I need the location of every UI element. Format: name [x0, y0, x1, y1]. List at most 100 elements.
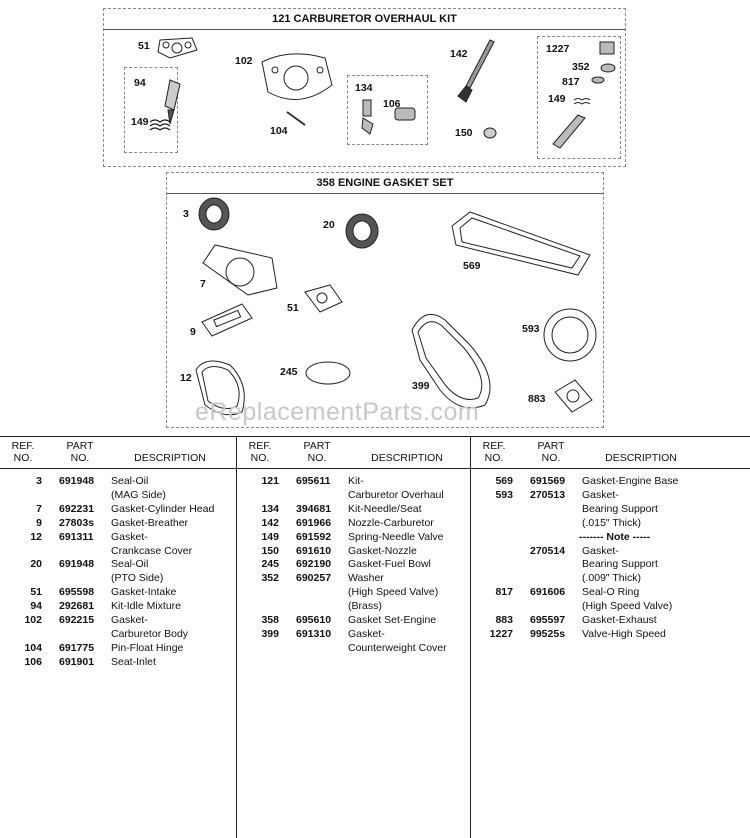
ref-label-7: 7 — [200, 278, 206, 290]
description-cell: Spring-Needle Valve — [348, 530, 444, 543]
header-ref-no: REF. NO. — [482, 440, 506, 464]
ref-no-cell: 1227 — [489, 627, 513, 640]
description-cell: Gasket Set-Engine — [348, 614, 437, 626]
description-cell: Kit- — [348, 475, 364, 487]
ref-no-cell: 3 — [36, 475, 42, 487]
kit-title-rule — [167, 193, 603, 194]
ref-label-9: 9 — [190, 326, 196, 338]
part-no-cell: 695611 — [296, 475, 331, 487]
ref-label-94: 94 — [134, 77, 146, 89]
table-row: ------- Note ----- — [471, 531, 703, 545]
table-row: (High Speed Valve) — [237, 586, 469, 600]
description-cell: (High Speed Valve) — [348, 586, 439, 599]
description-cell: Gasket- — [111, 614, 148, 626]
description-cell: Gasket-Breather — [111, 516, 189, 529]
description-cell: (High Speed Valve) — [582, 600, 673, 613]
table-row: 399 691310 Gasket- — [237, 628, 469, 642]
ref-label-51: 51 — [138, 40, 150, 52]
ref-label-150: 150 — [455, 127, 473, 139]
ref-no-cell: 12 — [30, 530, 42, 543]
gasket-intake-drawing — [157, 37, 198, 59]
column-divider-1 — [236, 436, 237, 838]
description-cell: Gasket- — [348, 627, 385, 640]
description-cell: Gasket- — [111, 530, 148, 543]
ref-no-cell: 104 — [24, 641, 42, 654]
description-cell: (MAG Side) — [111, 488, 166, 501]
ref-label-593: 593 — [522, 323, 540, 335]
part-no-cell: 692215 — [59, 614, 95, 626]
ref-no-cell: 51 — [30, 586, 42, 599]
ref-label-1227: 1227 — [546, 43, 570, 55]
part-no-cell: 691948 — [59, 475, 95, 487]
table-row: Bearing Support — [471, 558, 703, 572]
ref-label-104: 104 — [270, 125, 288, 137]
ref-no-cell: 245 — [261, 558, 279, 571]
part-no-cell: 692231 — [59, 502, 95, 515]
part-no-cell: 691569 — [530, 475, 566, 487]
description-cell: (Brass) — [348, 600, 382, 613]
part-no-cell: 270514 — [530, 544, 566, 557]
header-description: DESCRIPTION — [371, 452, 443, 464]
description-cell: Seal-O Ring — [582, 586, 640, 599]
table-row: Counterweight Cover — [237, 642, 469, 656]
part-no-cell: 695598 — [59, 586, 95, 599]
float-hinge-pin-drawing — [286, 111, 306, 126]
header-description: DESCRIPTION — [605, 452, 677, 464]
ref-label-352: 352 — [572, 61, 590, 73]
part-no-cell: 695597 — [530, 614, 566, 626]
ref-label-51: 51 — [287, 302, 299, 314]
ref-no-cell: 149 — [261, 530, 279, 543]
ref-label-12: 12 — [180, 372, 192, 384]
ref-no-cell: 358 — [261, 614, 279, 626]
part-no-cell: 394681 — [296, 502, 332, 515]
table-row: Carburetor Overhaul — [237, 489, 469, 503]
header-description: DESCRIPTION — [134, 452, 206, 464]
subgroup-1227-box — [537, 36, 621, 159]
note-cell: ------- Note ----- — [579, 530, 651, 543]
ref-no-cell: 817 — [495, 586, 513, 599]
part-no-cell: 691310 — [296, 627, 332, 640]
description-cell: Gasket- — [582, 544, 619, 557]
table-row: (PTO Side) — [0, 572, 232, 586]
watermark: eReplacementParts.com — [195, 398, 480, 426]
description-cell: Pin-Float Hinge — [111, 641, 184, 654]
description-cell: (PTO Side) — [111, 572, 164, 585]
description-cell: Carburetor Overhaul — [348, 488, 444, 501]
ref-no-cell: 102 — [24, 614, 42, 626]
part-no-cell: 691311 — [59, 530, 94, 543]
carburetor-body-gasket-drawing — [261, 53, 333, 101]
description-cell: Valve-High Speed — [582, 627, 666, 640]
nozzle-gasket-drawing — [483, 127, 497, 139]
carburetor-overhaul-kit-panel: 121 CARBURETOR OVERHAUL KIT — [103, 8, 626, 167]
description-cell: Gasket-Cylinder Head — [111, 502, 215, 515]
part-no-cell: 692190 — [296, 558, 332, 571]
ref-no-cell: 569 — [495, 475, 513, 487]
ref-label-20: 20 — [323, 219, 335, 231]
idle-mixture-screw-drawing — [164, 79, 181, 125]
part-no-cell: 691901 — [59, 655, 95, 668]
description-cell: Bearing Support — [582, 502, 658, 515]
header-part-no: PART NO. — [66, 440, 94, 464]
header-part-no: PART NO. — [537, 440, 565, 464]
gasket-fuel-bowl-drawing — [305, 361, 351, 385]
table-row: 102 692215 Gasket- — [0, 614, 232, 628]
ref-no-cell: 142 — [261, 516, 279, 529]
gasket-set-drawings — [195, 197, 597, 416]
ref-no-cell: 399 — [261, 627, 279, 640]
description-cell: Gasket- — [582, 488, 619, 501]
description-cell: Gasket-Engine Base — [582, 475, 679, 487]
description-cell: Seal-Oil — [111, 558, 149, 571]
